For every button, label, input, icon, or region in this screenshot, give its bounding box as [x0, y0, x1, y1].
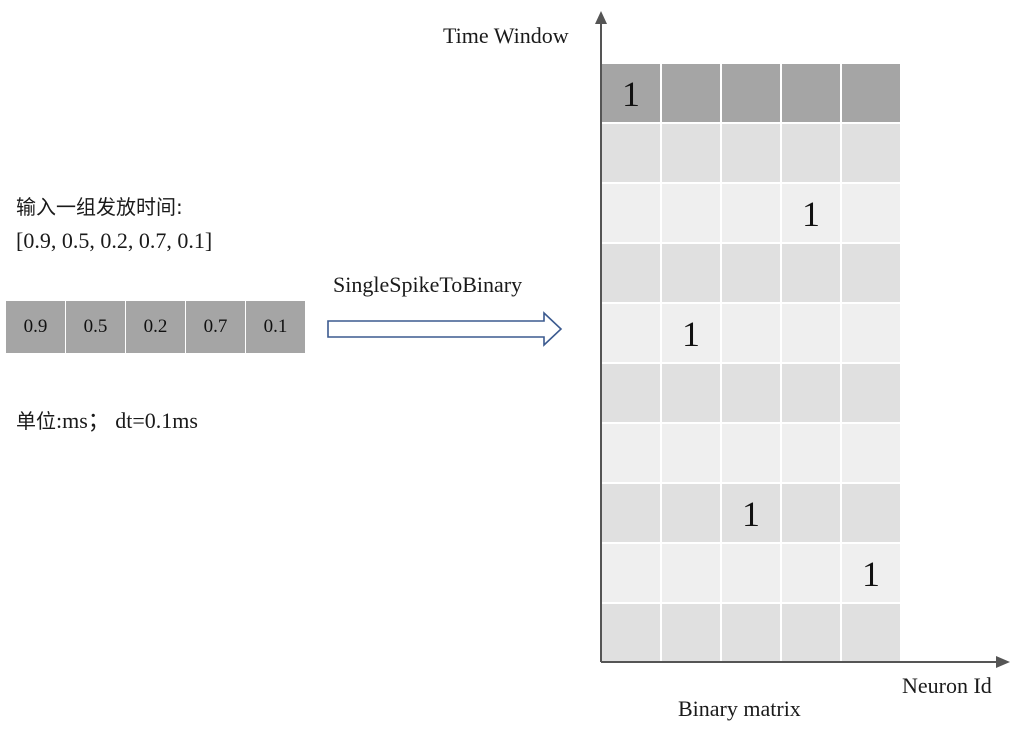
matrix-cell [602, 544, 660, 602]
matrix-cell [602, 364, 660, 422]
matrix-cell [602, 424, 660, 482]
matrix-cell [722, 244, 780, 302]
matrix-one-value: 1 [682, 314, 700, 354]
matrix-cell [782, 544, 840, 602]
matrix-cell [722, 544, 780, 602]
matrix-cell [842, 484, 900, 542]
x-axis-label: Neuron Id [902, 673, 992, 698]
matrix-cell [662, 184, 720, 242]
input-cell: 0.9 [6, 301, 66, 353]
input-spike-row: 0.9 0.5 0.2 0.7 0.1 [6, 301, 305, 353]
matrix-cell [662, 304, 720, 362]
matrix-cell [782, 64, 840, 122]
unit-note: 单位:ms； dt=0.1ms [16, 403, 198, 435]
matrix-cell [662, 244, 720, 302]
matrix-cell [782, 244, 840, 302]
matrix-cell [722, 64, 780, 122]
matrix-cell [602, 604, 660, 662]
matrix-cell [782, 424, 840, 482]
matrix-cell [722, 484, 780, 542]
unit-note-label: 单位 [16, 409, 56, 433]
matrix-cell [782, 484, 840, 542]
transform-arrow [327, 311, 563, 347]
matrix-cell [662, 484, 720, 542]
matrix-cell [782, 604, 840, 662]
input-cell: 0.1 [246, 301, 305, 353]
input-heading: 输入一组发放时间: [16, 195, 183, 219]
matrix-cell [722, 304, 780, 362]
matrix-cell [602, 484, 660, 542]
transform-label: SingleSpikeToBinary [333, 272, 523, 297]
matrix-cell [842, 244, 900, 302]
matrix-cell [662, 424, 720, 482]
y-axis-label: Time Window [443, 23, 569, 48]
matrix-cell [602, 124, 660, 182]
spike-times-list: [0.9, 0.5, 0.2, 0.7, 0.1] [16, 228, 213, 253]
matrix-cell [842, 304, 900, 362]
matrix-caption: Binary matrix [678, 696, 801, 721]
matrix-cell [842, 364, 900, 422]
input-cell: 0.2 [126, 301, 186, 353]
matrix-one-value: 1 [802, 194, 820, 234]
unit-note-value: :ms； dt=0.1ms [56, 408, 198, 433]
matrix-cell [782, 364, 840, 422]
matrix-one-value: 1 [862, 554, 880, 594]
matrix-cell [722, 604, 780, 662]
input-cell: 0.7 [186, 301, 246, 353]
matrix-cell [782, 304, 840, 362]
matrix-cell [842, 544, 900, 602]
y-axis-arrowhead [595, 11, 607, 24]
matrix-cell [662, 604, 720, 662]
matrix-ones: 1 1 1 1 1 [622, 74, 880, 594]
matrix-cell [842, 424, 900, 482]
matrix-cell [842, 64, 900, 122]
matrix-cell [662, 64, 720, 122]
matrix-cell [602, 244, 660, 302]
matrix-cell [602, 184, 660, 242]
input-cell: 0.5 [66, 301, 126, 353]
x-axis-arrowhead [996, 656, 1010, 668]
matrix-cell [722, 424, 780, 482]
matrix-cell [662, 124, 720, 182]
matrix-cell [782, 124, 840, 182]
matrix-cell [722, 364, 780, 422]
matrix-cell [782, 184, 840, 242]
matrix-cell [722, 124, 780, 182]
matrix-cell [662, 364, 720, 422]
matrix-cell [662, 544, 720, 602]
matrix-grid [602, 64, 900, 662]
matrix-one-value: 1 [622, 74, 640, 114]
matrix-cell [602, 304, 660, 362]
matrix-cell [602, 64, 660, 122]
matrix-one-value: 1 [742, 494, 760, 534]
matrix-cell [842, 124, 900, 182]
matrix-cell [842, 184, 900, 242]
matrix-cell [722, 184, 780, 242]
matrix-cell [842, 604, 900, 662]
